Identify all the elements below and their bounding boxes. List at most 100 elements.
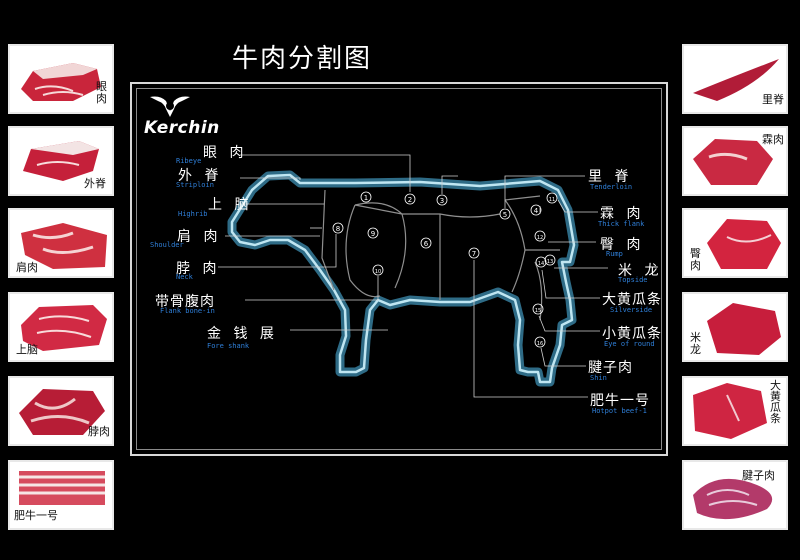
marker-15: 15	[532, 303, 544, 315]
card-highrib: 上脑	[8, 292, 114, 362]
label-striploin: 外 脊	[178, 168, 223, 184]
label-thick-flank-en: Thick flank	[598, 220, 645, 228]
svg-text:8: 8	[336, 225, 340, 233]
label-highrib: 上 脑	[208, 197, 253, 213]
card-label: 外脊	[84, 177, 106, 190]
marker-4: 4	[530, 204, 542, 216]
marker-8: 8	[332, 222, 344, 234]
page-title: 牛肉分割图	[232, 44, 373, 74]
svg-text:3: 3	[440, 197, 444, 205]
card-label: 腱子肉	[742, 469, 775, 482]
svg-text:5: 5	[503, 211, 507, 219]
svg-text:16: 16	[537, 341, 543, 347]
label-topside-en: Topside	[618, 276, 648, 284]
label-neck-en: Neck	[176, 273, 193, 281]
label-neck: 脖 肉	[176, 261, 221, 277]
hotpot-image	[19, 471, 105, 505]
svg-text:10: 10	[375, 269, 381, 275]
svg-text:14: 14	[538, 261, 544, 267]
label-flank-bone-in-en: Flank bone-in	[160, 307, 215, 315]
card-label: 上脑	[16, 343, 38, 356]
card-silverside: 大黄瓜条	[682, 376, 788, 446]
tenderloin-image	[693, 59, 779, 101]
card-striploin: 外脊	[8, 126, 114, 196]
marker-13: 13	[544, 254, 556, 266]
svg-text:9: 9	[371, 230, 375, 238]
card-tenderloin: 里脊	[682, 44, 788, 114]
card-label: 里脊	[762, 93, 784, 106]
label-striploin-en: Striploin	[176, 181, 214, 189]
card-label: 臀肉	[690, 247, 701, 272]
shin-image	[693, 478, 773, 520]
card-flank: 霖肉	[682, 126, 788, 196]
label-eye-of-round-en: Eye of round	[604, 340, 655, 348]
label-silverside: 大黄瓜条	[602, 292, 662, 308]
label-shin: 腱子肉	[588, 360, 633, 376]
ribeye-image	[21, 63, 101, 101]
label-tenderloin-en: Tenderloin	[590, 183, 633, 191]
marker-7: 7	[468, 247, 480, 259]
label-rump-en: Rump	[606, 250, 623, 258]
neck-image	[19, 389, 105, 435]
svg-text:12: 12	[537, 235, 543, 241]
label-shoulder: 肩 肉	[177, 229, 222, 245]
label-fore-shank: 金 钱 展	[207, 326, 278, 342]
svg-text:1: 1	[364, 194, 368, 202]
label-flank-bone-in: 带骨腹肉	[155, 294, 215, 310]
svg-text:13: 13	[547, 259, 553, 265]
marker-6: 6	[420, 237, 432, 249]
marker-3: 3	[436, 194, 448, 206]
card-label: 眼肉	[96, 80, 107, 105]
card-label: 霖肉	[762, 133, 784, 146]
card-label: 肩肉	[16, 261, 38, 274]
marker-11: 11	[546, 192, 558, 204]
label-hotpot-beef: 肥牛一号	[590, 393, 650, 409]
flank-image	[693, 139, 773, 185]
marker-2: 2	[404, 193, 416, 205]
marker-1: 1	[360, 191, 372, 203]
label-highrib-en: Highrib	[178, 210, 208, 218]
label-hotpot-beef-en: Hotpot beef-1	[592, 407, 647, 415]
card-neck: 脖肉	[8, 376, 114, 446]
logo-text: Kerchin	[144, 118, 220, 138]
kerchin-logo-icon	[150, 96, 190, 117]
shoulder-image	[21, 223, 107, 269]
label-tenderloin: 里 脊	[588, 169, 633, 185]
label-shin-en: Shin	[590, 374, 607, 382]
silverside-image	[693, 383, 767, 439]
rump-image	[707, 219, 781, 269]
cut-markers: 1 2 3 4 5 6 7 8 9 10 11 12 13 14 15 16	[332, 191, 558, 348]
label-ribeye-en: Ribeye	[176, 157, 202, 165]
label-eye-of-round: 小黄瓜条	[602, 326, 662, 342]
marker-14: 14	[535, 256, 547, 268]
marker-16: 16	[534, 336, 546, 348]
label-topside: 米 龙	[618, 263, 663, 279]
card-label: 肥牛一号	[14, 509, 58, 522]
label-fore-shank-en: Fore shank	[207, 342, 250, 350]
cow-outline	[227, 170, 579, 387]
cut-lines	[310, 189, 560, 321]
card-rump: 臀肉	[682, 208, 788, 278]
cow-outline-core	[230, 173, 576, 384]
svg-text:4: 4	[534, 207, 539, 215]
label-thick-flank: 霖 肉	[600, 206, 645, 222]
marker-9: 9	[367, 227, 379, 239]
label-ribeye: 眼 肉	[203, 145, 248, 161]
svg-text:2: 2	[408, 196, 412, 204]
card-label: 米龙	[690, 331, 701, 356]
card-ribeye: 眼肉	[8, 44, 114, 114]
card-shoulder: 肩肉	[8, 208, 114, 278]
card-label: 脖肉	[88, 425, 110, 438]
svg-text:7: 7	[472, 250, 476, 258]
diagram-panel	[130, 82, 668, 456]
label-silverside-en: Silverside	[610, 306, 653, 314]
svg-text:15: 15	[535, 308, 541, 314]
card-hotpot: 肥牛一号	[8, 460, 114, 530]
marker-10: 10	[372, 264, 384, 276]
striploin-image	[23, 141, 99, 181]
card-shin: 腱子肉	[682, 460, 788, 530]
marker-12: 12	[534, 230, 546, 242]
topside-image	[707, 303, 781, 355]
marker-5: 5	[499, 208, 511, 220]
